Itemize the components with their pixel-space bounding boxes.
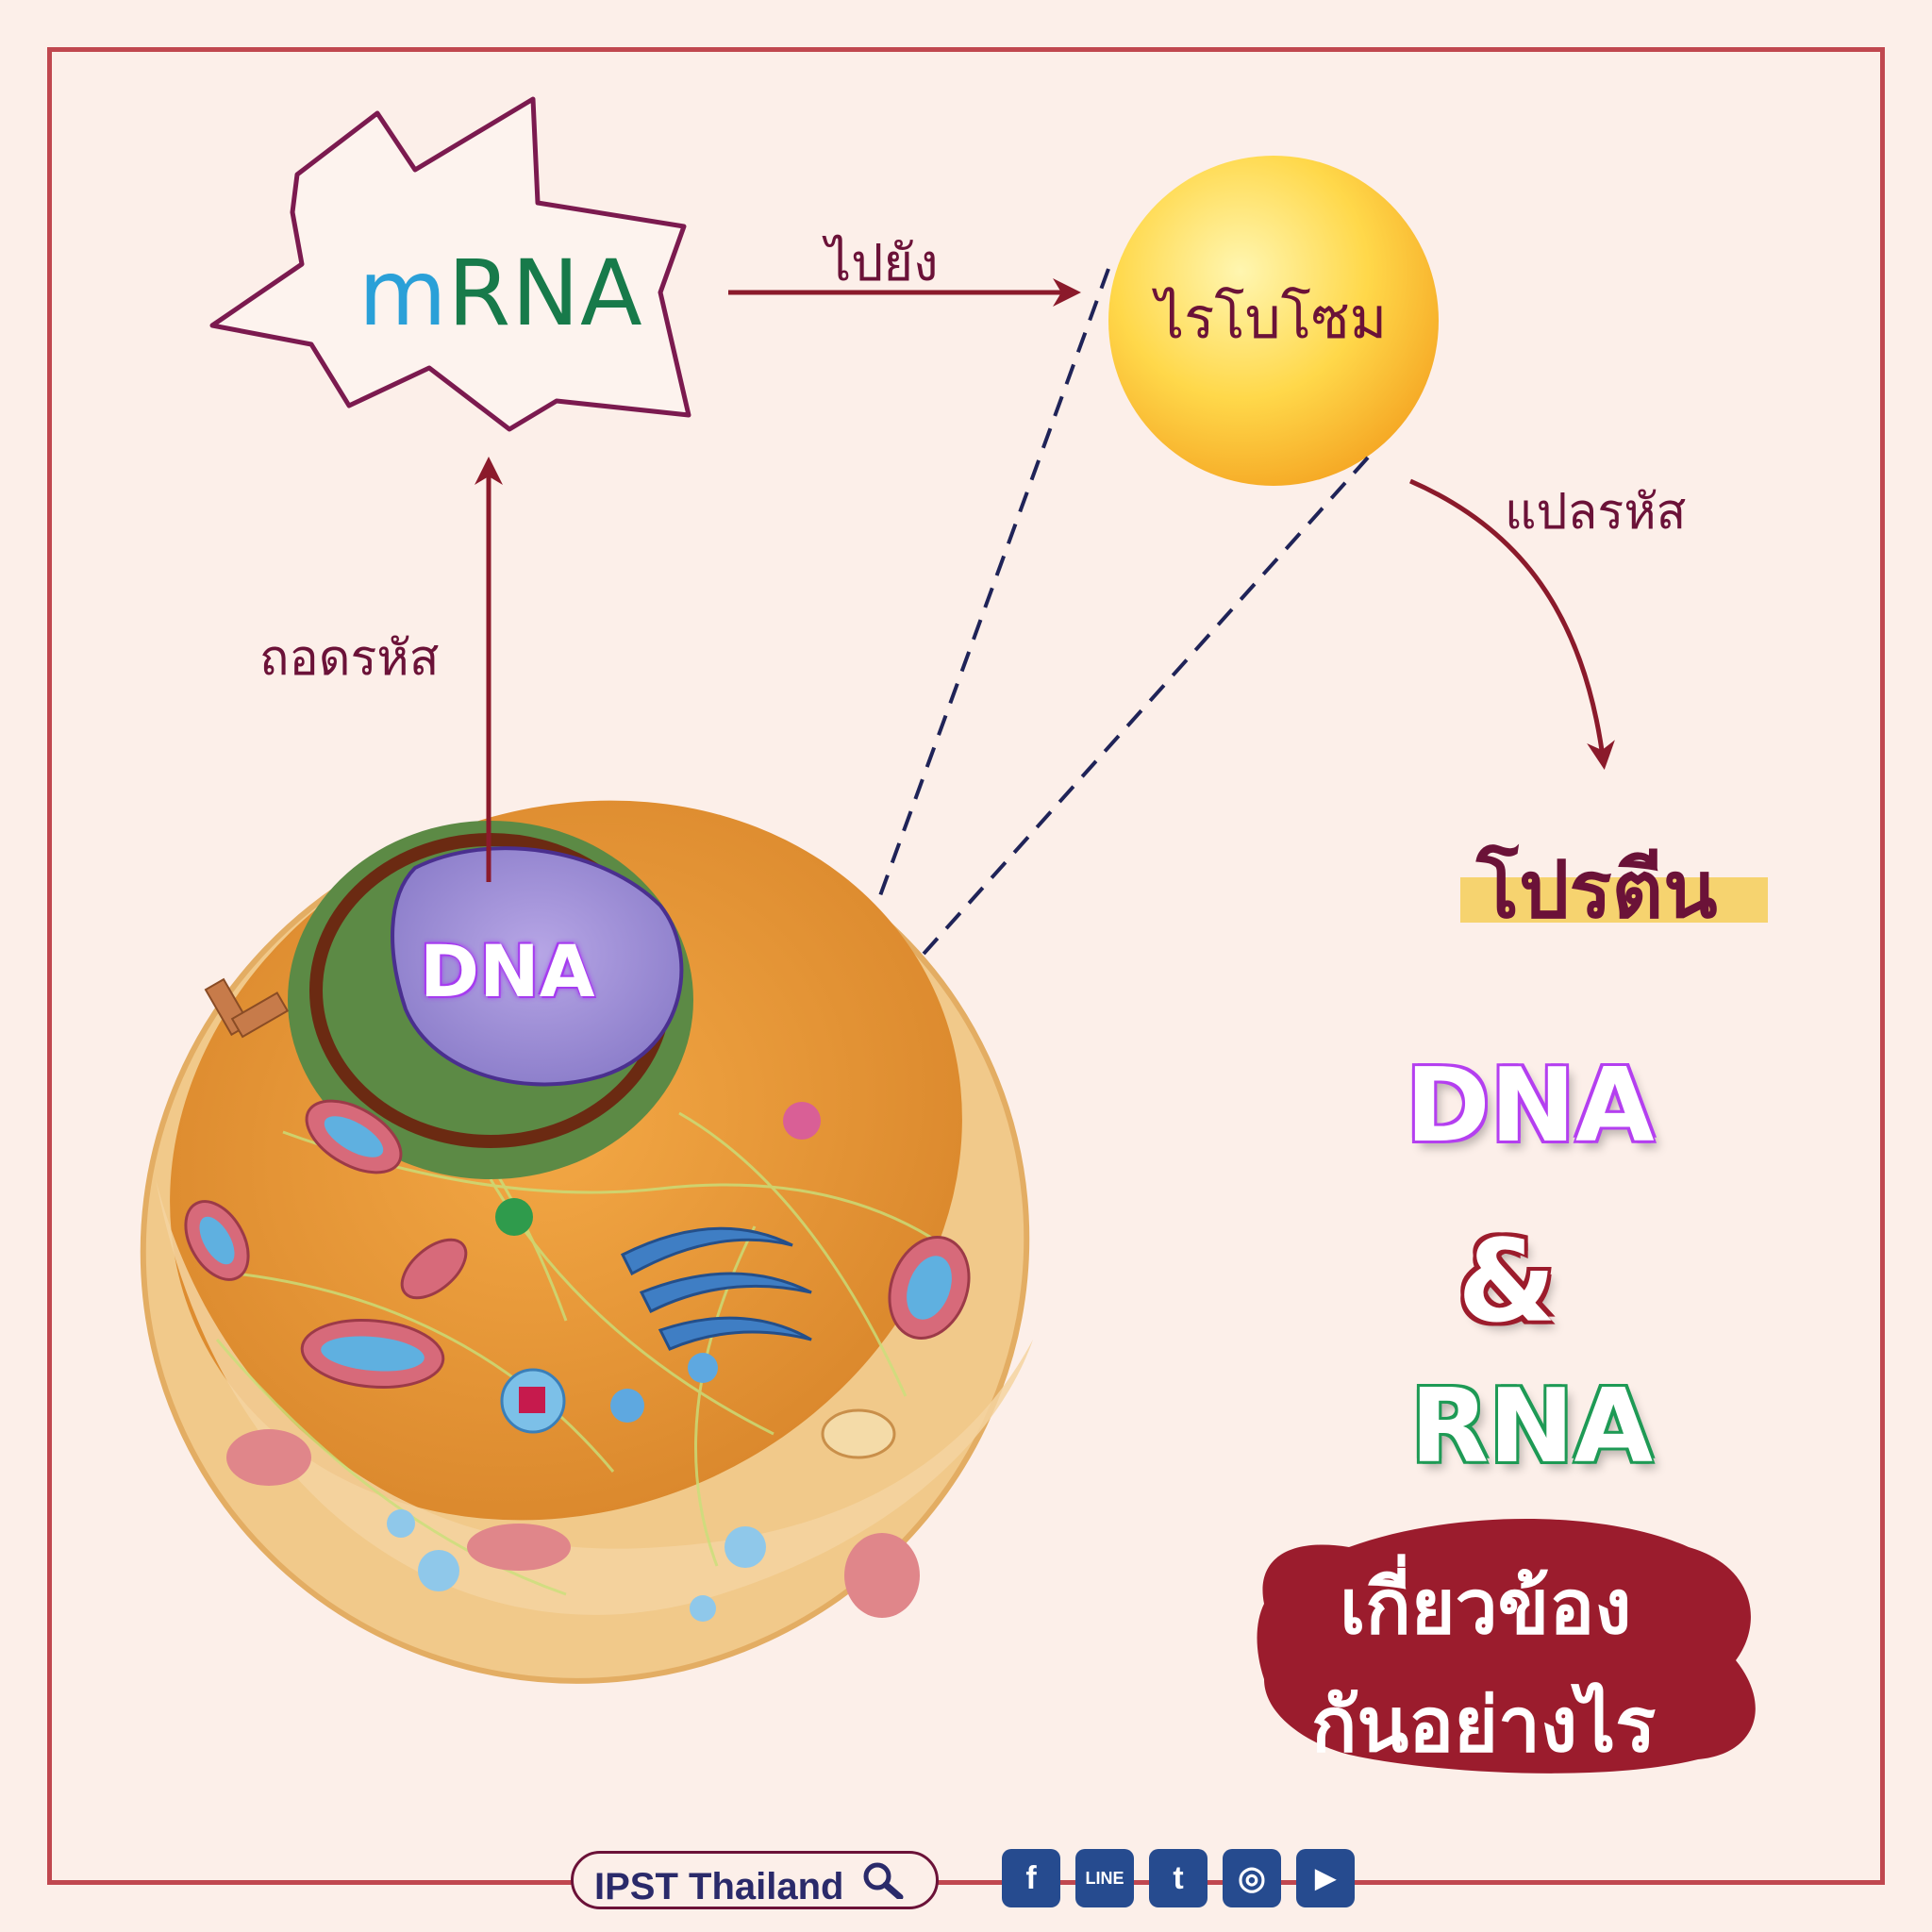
youtube-icon[interactable]: ▶ bbox=[1296, 1849, 1355, 1907]
title-ampersand: & bbox=[1457, 1217, 1557, 1348]
arrow-translate bbox=[1409, 478, 1615, 770]
title-dna: DNA bbox=[1406, 1047, 1655, 1165]
cell-illustration bbox=[140, 800, 1033, 1684]
footer-divider-right bbox=[1379, 1880, 1885, 1885]
footer-divider-left bbox=[47, 1880, 547, 1885]
title-rna: RNA bbox=[1410, 1368, 1654, 1486]
search-icon bbox=[860, 1861, 906, 1908]
title-question-line2: กันอย่างไร bbox=[1311, 1681, 1657, 1769]
question-bubble bbox=[1257, 1519, 1756, 1774]
protein-label: โปรตีน bbox=[1476, 843, 1718, 936]
mrna-prefix: m bbox=[358, 241, 448, 346]
cell-dna-label: DNA bbox=[420, 929, 595, 1013]
ribosome-label: ไรโบโซม bbox=[1156, 286, 1388, 352]
translate-label: แปลรหัส bbox=[1505, 484, 1687, 541]
mrna-suffix: RNA bbox=[447, 241, 643, 346]
facebook-icon[interactable]: f bbox=[1002, 1849, 1060, 1907]
ribosome-sphere bbox=[1108, 156, 1439, 486]
instagram-icon[interactable]: ◎ bbox=[1223, 1849, 1281, 1907]
mrna-burst-shape bbox=[209, 96, 691, 432]
title-question-line1: เกี่ยวข้อง bbox=[1340, 1563, 1632, 1651]
footer-brand-label: IPST Thailand bbox=[594, 1866, 844, 1907]
footer-brand-pill[interactable] bbox=[571, 1851, 939, 1909]
protein-highlight bbox=[1460, 877, 1768, 923]
dashed-link-2 bbox=[842, 456, 1370, 1044]
transcribe-label: ถอดรหัส bbox=[259, 630, 440, 687]
mrna-label: mRNA bbox=[358, 241, 643, 346]
line-icon[interactable]: LINE bbox=[1075, 1849, 1134, 1907]
to-label: ไปยัง bbox=[825, 233, 939, 292]
twitter-icon[interactable]: t bbox=[1149, 1849, 1208, 1907]
page-frame bbox=[47, 47, 1885, 1885]
footer-brand-text: IPST Thailand bbox=[594, 1861, 906, 1908]
